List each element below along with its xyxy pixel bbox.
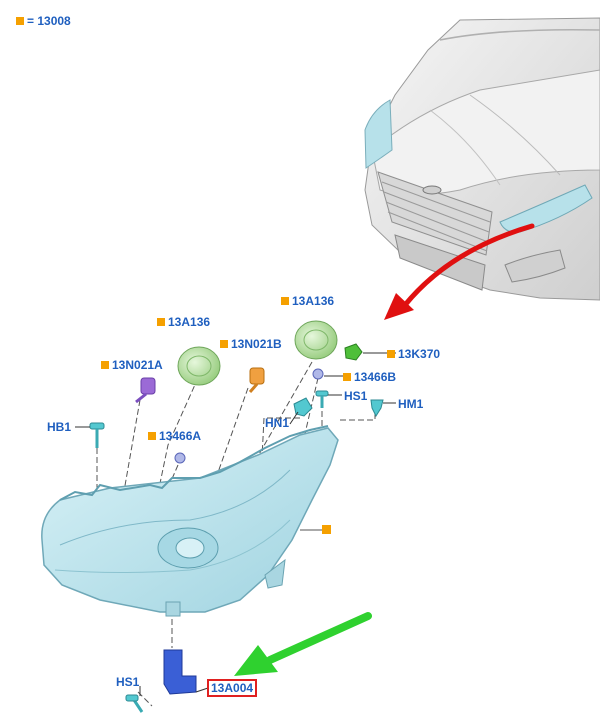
bulb-13N021B [248,367,265,393]
label-13N021A: 13N021A [101,358,163,372]
bulb-13466B [312,368,324,380]
label-HN1: HN1 [265,416,290,430]
label-13466B: 13466B [343,370,396,384]
bulb-13466A [174,452,186,464]
label-13K370: 13K370 [387,347,440,361]
screw-HS1-bottom [125,694,144,713]
clip-HM1 [370,399,384,418]
red-arrow [384,223,535,320]
label-13N021B: 13N021B [220,337,282,351]
bracket-13A004 [163,649,197,695]
clip-HN1 [293,397,313,417]
label-13466A: 13466A [148,429,201,443]
label-13A136-right: 13A136 [281,294,334,308]
label-13A004-highlighted: 13A004 [207,679,258,697]
marker-13008 [322,525,331,534]
screw-HS1-top [315,390,329,408]
dust-cap-left [177,346,221,386]
headlamp-assembly [41,425,339,617]
green-arrow [234,612,372,676]
screw-HB1 [89,422,105,448]
car-front-illustration [364,17,600,301]
bulb-13N021A [135,377,156,404]
label-HS1-bottom: HS1 [116,675,140,689]
label-HB1: HB1 [47,420,72,434]
label-HM1: HM1 [398,397,424,411]
label-HS1-top: HS1 [344,389,368,403]
legend-text: = 13008 [27,14,71,28]
connector-13K370 [344,343,363,361]
label-13A136-left: 13A136 [157,315,210,329]
dust-cap-right [294,320,338,360]
legend-marker [16,17,24,25]
legend: = 13008 [16,14,71,28]
